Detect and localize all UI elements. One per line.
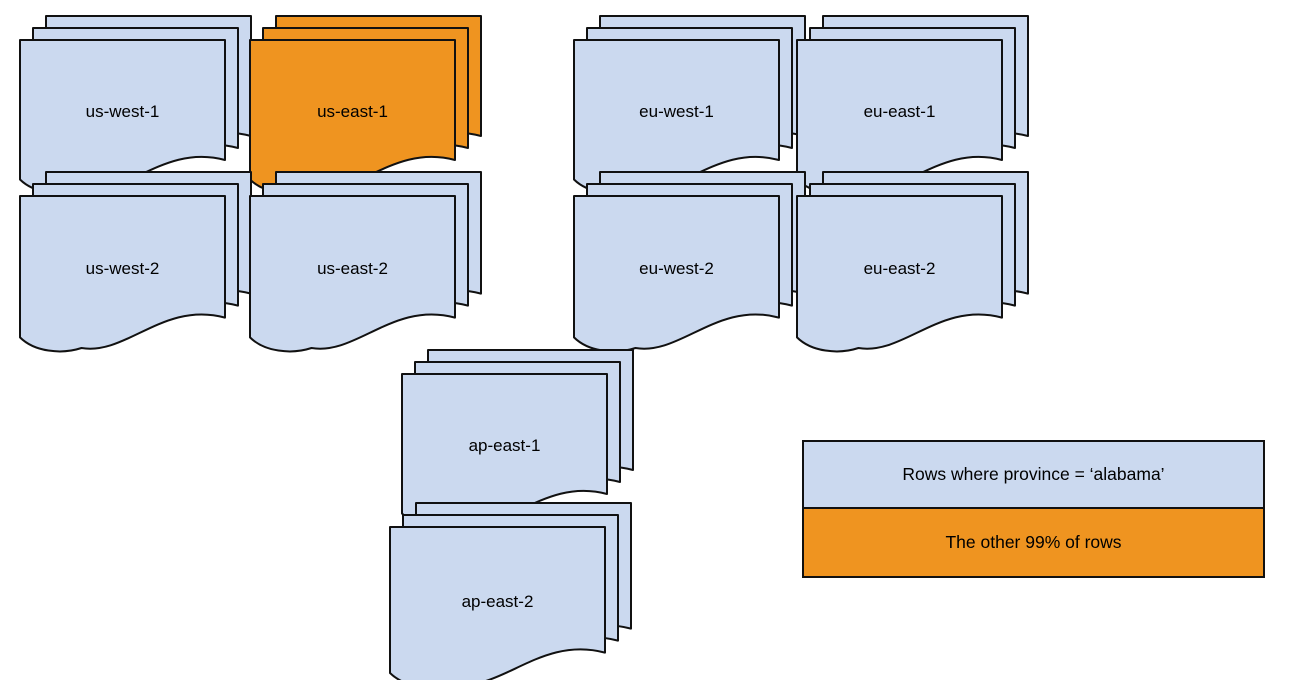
legend-label-orange: The other 99% of rows	[945, 532, 1122, 552]
region-node-us-west-1[interactable]: us-west-1	[19, 15, 257, 196]
region-node-eu-west-1[interactable]: eu-west-1	[573, 15, 811, 196]
legend-item-orange: The other 99% of rows	[804, 509, 1263, 576]
document-stack-icon	[19, 15, 252, 195]
document-sheet-front	[249, 195, 456, 353]
document-stack-icon	[796, 171, 1029, 353]
legend-label-blue: Rows where province = ‘alabama’	[902, 464, 1165, 484]
document-sheet-front	[796, 39, 1003, 195]
region-node-us-west-2[interactable]: us-west-2	[19, 171, 257, 354]
document-sheet-front	[796, 195, 1003, 353]
document-stack-icon	[249, 15, 482, 195]
region-node-eu-east-1[interactable]: eu-east-1	[796, 15, 1034, 196]
document-sheet-front	[19, 39, 226, 195]
document-stack-icon	[401, 349, 634, 529]
document-sheet-front	[249, 39, 456, 195]
document-stack-icon	[389, 502, 632, 680]
region-node-ap-east-2[interactable]: ap-east-2	[389, 502, 637, 680]
region-node-ap-east-1[interactable]: ap-east-1	[401, 349, 639, 530]
document-sheet-front	[573, 195, 780, 353]
document-stack-icon	[573, 171, 806, 353]
document-stack-icon	[796, 15, 1029, 195]
document-sheet-front	[389, 526, 606, 680]
region-node-eu-east-2[interactable]: eu-east-2	[796, 171, 1034, 354]
document-stack-icon	[249, 171, 482, 353]
region-node-us-east-1[interactable]: us-east-1	[249, 15, 487, 196]
document-stack-icon	[19, 171, 252, 353]
region-node-eu-west-2[interactable]: eu-west-2	[573, 171, 811, 354]
document-sheet-front	[573, 39, 780, 195]
document-stack-icon	[573, 15, 806, 195]
document-sheet-front	[19, 195, 226, 353]
legend: Rows where province = ‘alabama’ The othe…	[802, 440, 1265, 578]
legend-item-blue: Rows where province = ‘alabama’	[804, 442, 1263, 509]
region-node-us-east-2[interactable]: us-east-2	[249, 171, 487, 354]
